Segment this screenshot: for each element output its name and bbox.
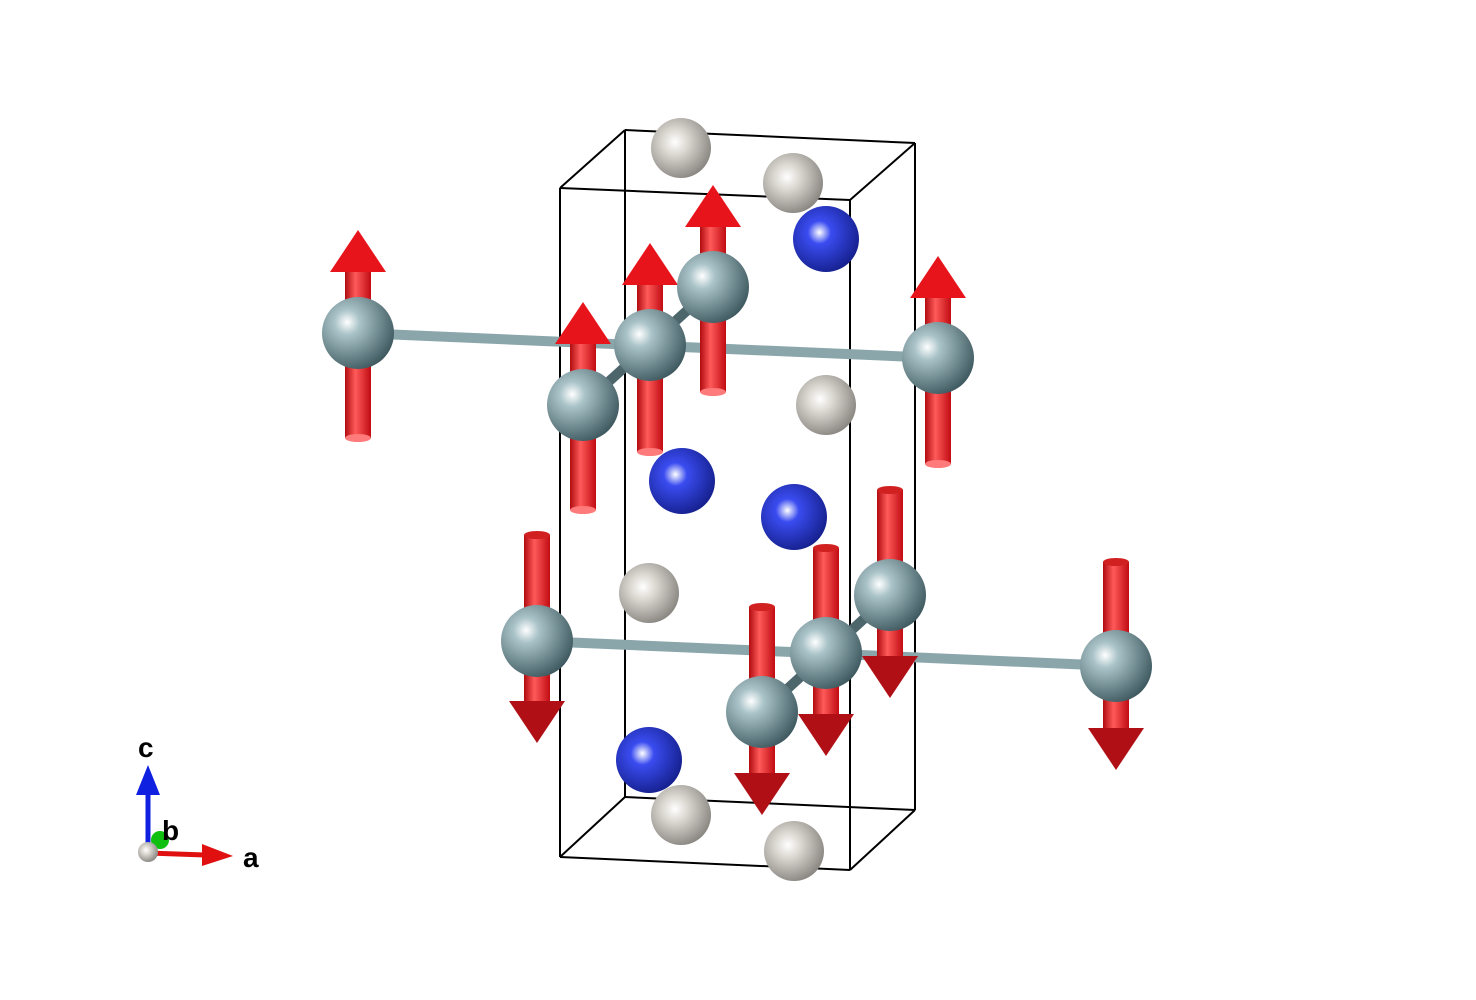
magnetic-atom	[547, 369, 619, 441]
white-atom	[764, 821, 824, 881]
arrow-tail-cap	[637, 448, 663, 456]
white-atom	[796, 375, 856, 435]
magnetic-atoms	[322, 251, 1152, 748]
white-atom	[619, 563, 679, 623]
arrow-head-icon	[685, 185, 741, 227]
arrow-tail-cap	[813, 544, 839, 552]
arrow-head-icon	[734, 773, 790, 815]
arrow-tail-cap	[345, 434, 371, 442]
magnetic-atom	[790, 617, 862, 689]
magnetic-atom	[726, 676, 798, 748]
blue-atom	[761, 484, 827, 550]
blue-atom	[616, 727, 682, 793]
magnetic-atom	[322, 297, 394, 369]
c-axis-arrowhead-icon	[136, 765, 160, 795]
arrow-head-icon	[330, 230, 386, 272]
blue-atoms	[616, 206, 859, 793]
magnetic-atom	[1080, 630, 1152, 702]
arrow-tail-cap	[1103, 558, 1129, 566]
arrow-tail-cap	[877, 486, 903, 494]
magnetic-atom	[501, 605, 573, 677]
arrow-head-icon	[798, 714, 854, 756]
arrow-tail-cap	[570, 506, 596, 514]
arrow-tail-cap	[749, 603, 775, 611]
arrow-tail-cap	[700, 388, 726, 396]
magnetic-atom	[614, 309, 686, 381]
c-axis-label: c	[138, 732, 154, 763]
arrow-head-icon	[509, 701, 565, 743]
axis-indicator: c b a	[136, 732, 259, 873]
magnetic-atom	[677, 251, 749, 323]
white-atom	[651, 118, 711, 178]
a-axis-label: a	[243, 842, 259, 873]
white-atom	[763, 153, 823, 213]
cell-edge	[849, 142, 916, 201]
white-atoms	[619, 118, 856, 881]
arrow-tail-cap	[524, 531, 550, 539]
magnetic-atom	[854, 559, 926, 631]
b-axis-marker	[151, 831, 169, 849]
b-axis-label: b	[162, 815, 179, 846]
arrow-head-icon	[1088, 728, 1144, 770]
cell-edge	[559, 796, 626, 858]
a-axis-arrowhead-icon	[202, 844, 233, 866]
magnetic-atom	[902, 322, 974, 394]
unit-cell-box	[559, 129, 916, 871]
blue-atom	[649, 448, 715, 514]
arrow-head-icon	[910, 256, 966, 298]
blue-atom	[793, 206, 859, 272]
bonds	[353, 282, 1121, 717]
white-atom	[651, 785, 711, 845]
arrow-tail-cap	[925, 460, 951, 468]
arrow-head-icon	[622, 243, 678, 285]
arrow-head-icon	[862, 656, 918, 698]
arrow-head-icon	[555, 302, 611, 344]
cell-edge	[849, 809, 916, 871]
axis-origin	[138, 842, 158, 862]
cell-edge	[559, 129, 626, 189]
